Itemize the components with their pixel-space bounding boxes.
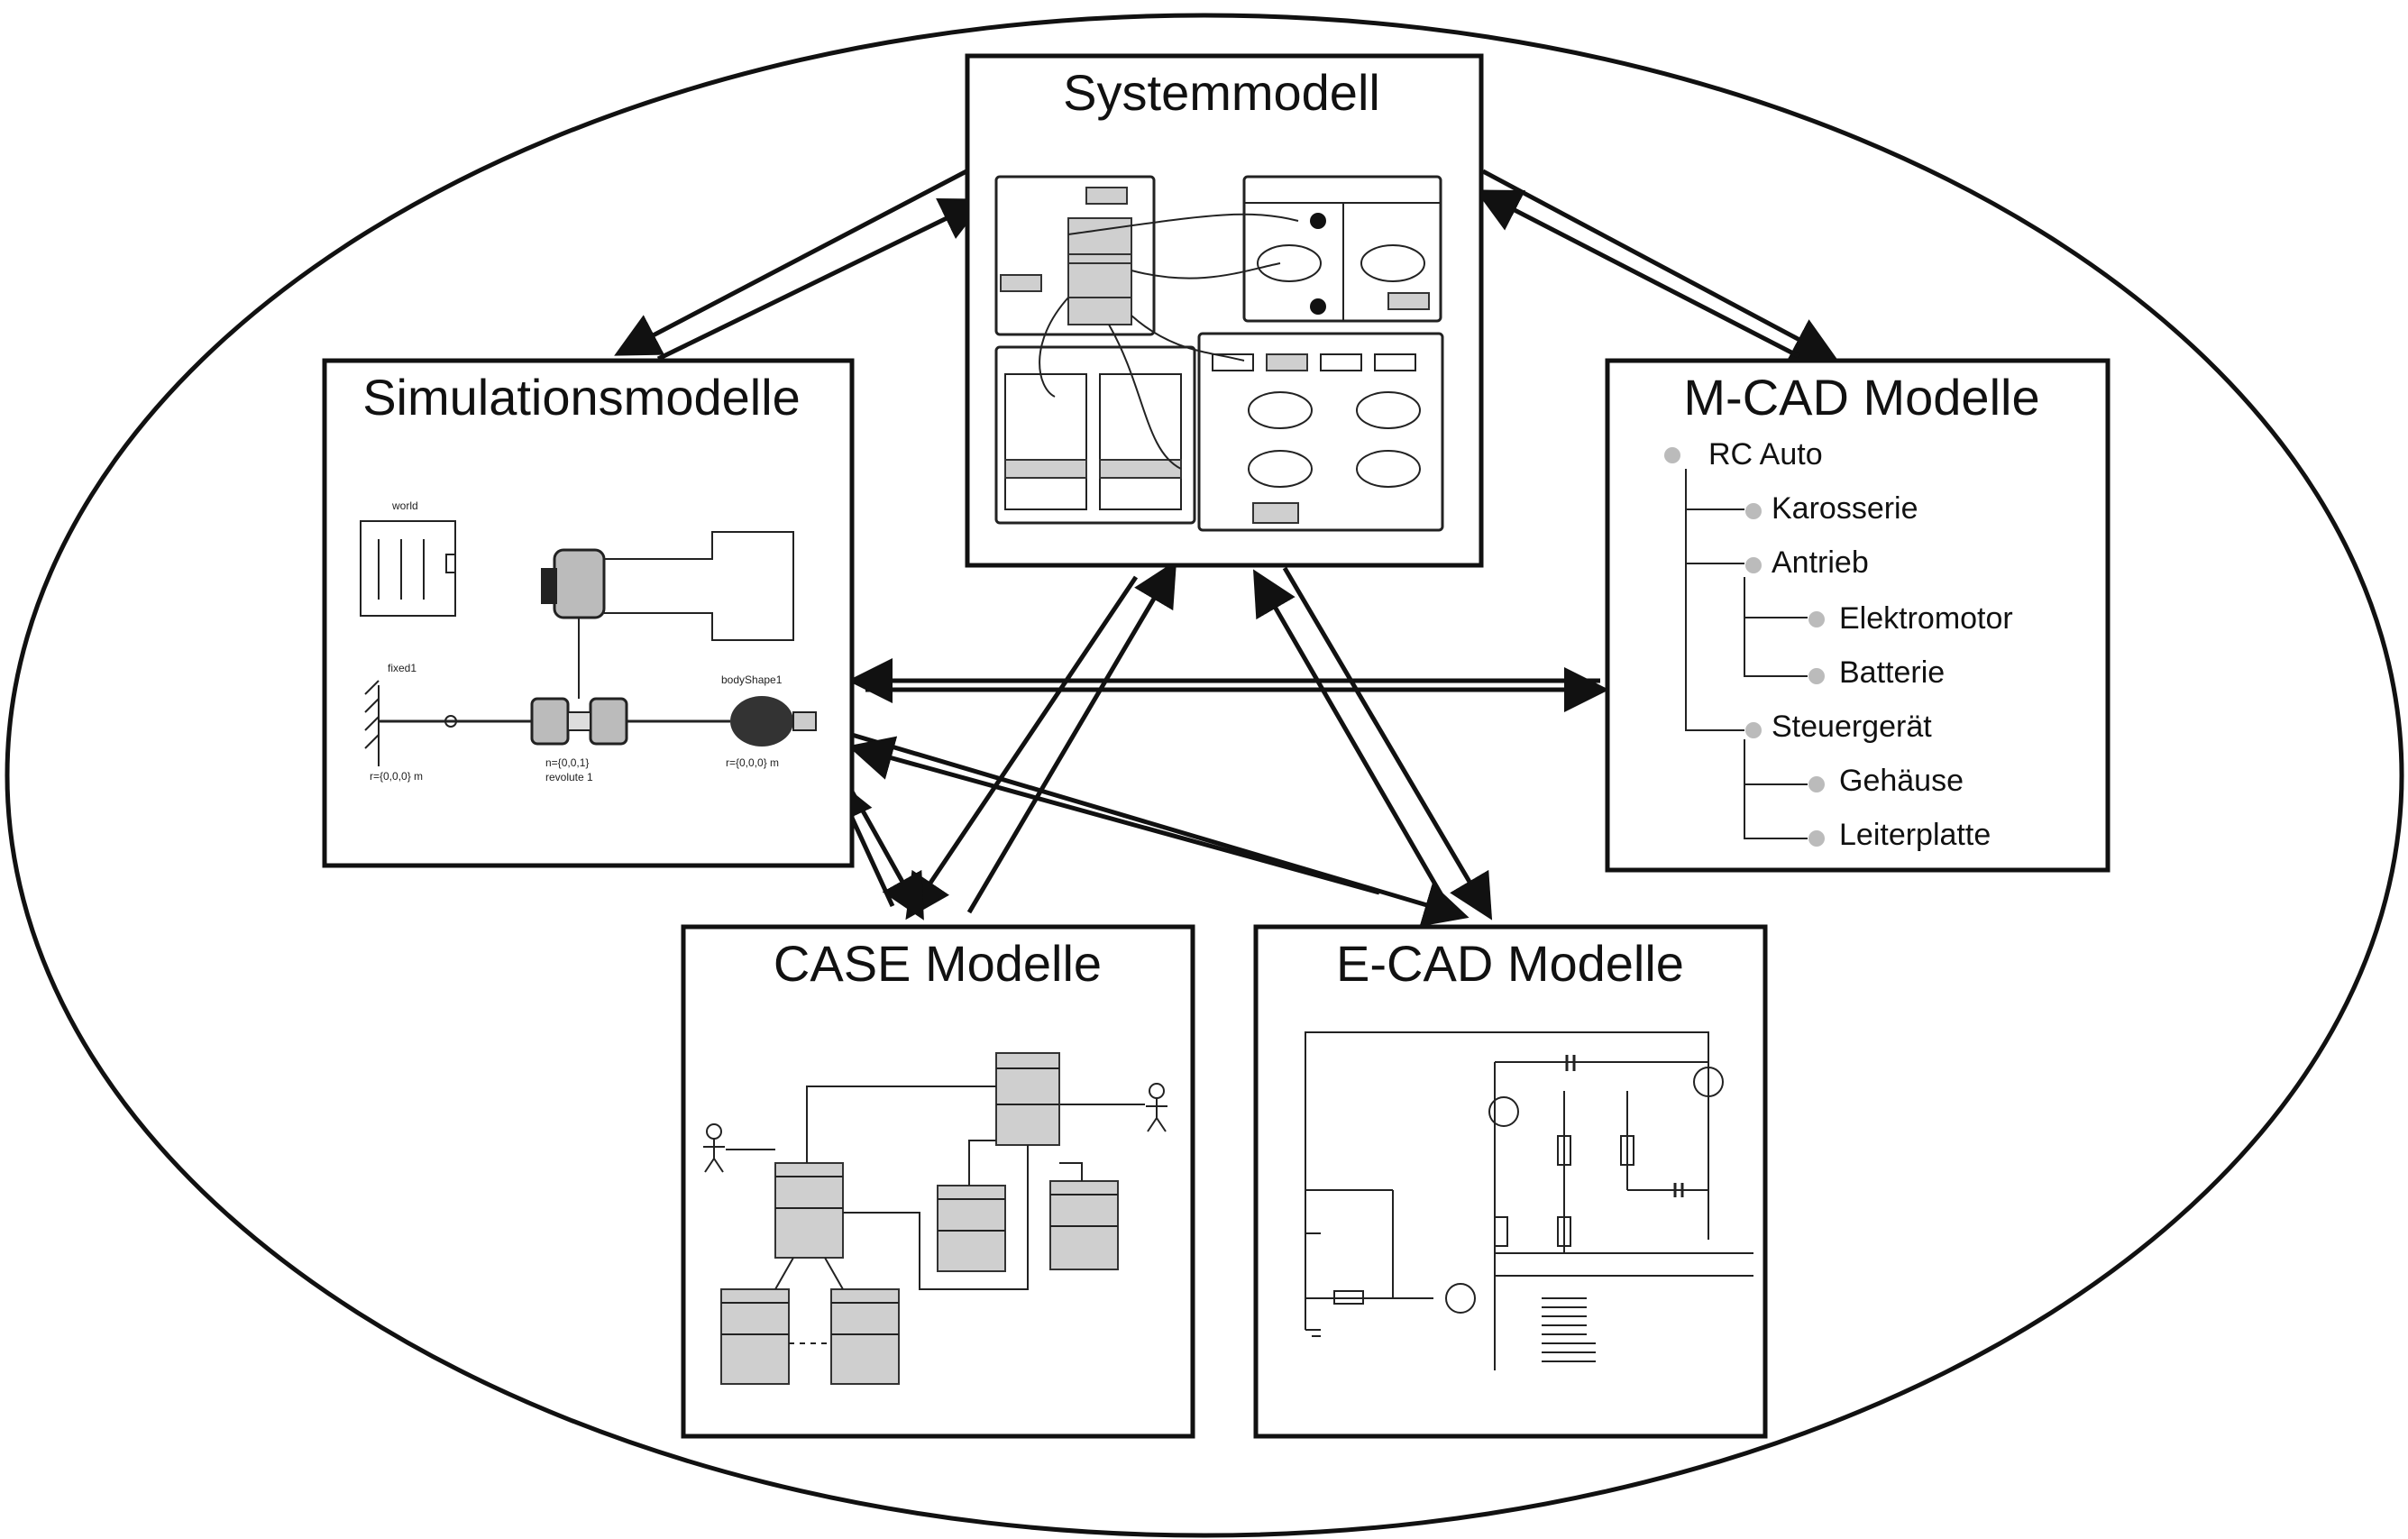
panel-title: E-CAD Modelle <box>1336 935 1684 992</box>
panel-title: Simulationsmodelle <box>362 369 801 426</box>
gear-icon <box>1808 830 1825 847</box>
arrow-sim-to-system <box>656 198 986 362</box>
mcad-tree: RC Auto Karosserie Antrieb Elektromotor … <box>1664 437 2013 852</box>
arrow-case-to-system <box>966 560 1177 914</box>
panel-title: CASE Modelle <box>774 935 1102 992</box>
gear-icon <box>1664 447 1680 463</box>
arrow-system-to-mcad <box>1481 169 1838 361</box>
sim-label-revolute: revolute 1 <box>545 771 593 783</box>
arrow-system-to-ecad <box>1282 566 1493 921</box>
tree-item: Steuergerät <box>1772 710 1932 744</box>
sim-label-bodyshape: bodyShape1 <box>721 673 783 686</box>
arrow-system-to-case <box>905 575 1139 921</box>
panel-title: Systemmodell <box>1063 64 1380 121</box>
gear-icon <box>1808 776 1825 792</box>
arrow-ecad-to-system <box>1252 569 1454 914</box>
panel-systemmodell: Systemmodell <box>965 53 1484 568</box>
system-sketch <box>994 175 1444 532</box>
arrow-mcad-to-system <box>1475 189 1800 359</box>
tree-item: Gehäuse <box>1839 764 1964 798</box>
ecad-schematic <box>1305 1031 1753 1370</box>
gear-icon <box>1808 668 1825 684</box>
outer-ellipse <box>5 13 2404 1538</box>
sim-label-r1: r={0,0,0} m <box>370 770 423 783</box>
case-sketch <box>703 1052 1167 1385</box>
panel-case-modelle: CASE Modelle <box>681 924 1195 1439</box>
arrow-system-to-sim <box>614 169 968 356</box>
panel-mcad-modelle: M-CAD Modelle RC Auto Karosserie Antrieb… <box>1605 358 2110 873</box>
tree-item: Leiterplatte <box>1839 818 1991 852</box>
panel-ecad-modelle: E-CAD Modelle <box>1253 924 1768 1439</box>
tree-item: Elektromotor <box>1839 601 2013 636</box>
gear-icon <box>1745 557 1762 573</box>
gear-icon <box>1808 611 1825 628</box>
arrow-sim-to-case <box>840 774 924 921</box>
tree-item: Batterie <box>1839 655 1945 690</box>
panel-title: M-CAD Modelle <box>1683 369 2039 426</box>
sim-label-fixed: fixed1 <box>388 662 417 674</box>
tree-item: Antrieb <box>1772 545 1869 580</box>
connectors <box>614 169 1838 927</box>
simulation-sketch: world fixed1 bodyShape1 r={0,0,0} m n={0… <box>360 499 817 783</box>
gear-icon <box>1745 503 1762 519</box>
sim-label-r2: r={0,0,0} m <box>726 756 779 769</box>
actor-icon <box>703 1123 725 1173</box>
gear-icon <box>1745 722 1762 738</box>
sim-label-n: n={0,0,1} <box>545 756 589 769</box>
tree-item: Karosserie <box>1772 491 1918 526</box>
arrow-ecad-to-sim <box>847 736 1380 895</box>
sim-label-world: world <box>391 499 418 512</box>
actor-icon <box>1146 1083 1167 1132</box>
tree-item: RC Auto <box>1708 437 1823 472</box>
panel-simulationsmodelle: Simulationsmodelle world fixed1 <box>322 358 855 868</box>
